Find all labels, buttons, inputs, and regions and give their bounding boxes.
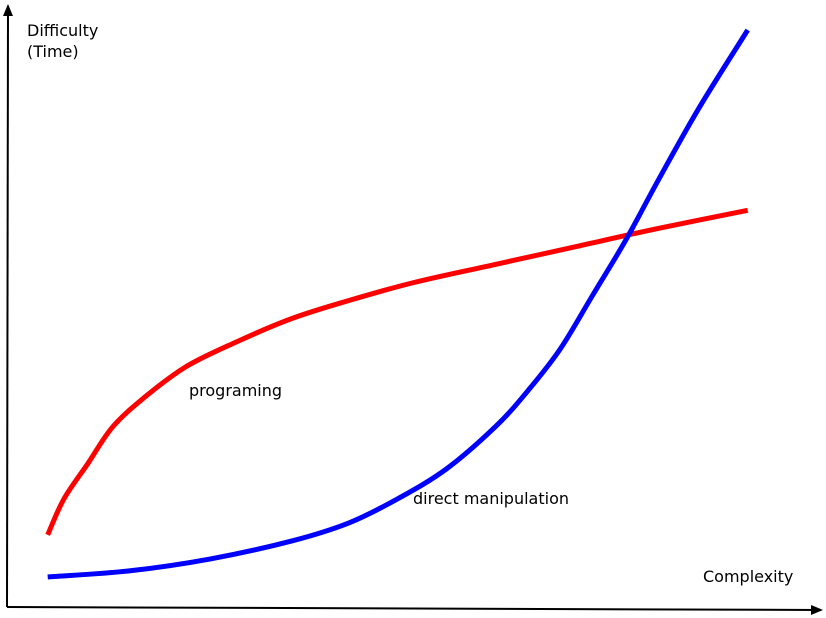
series-label-programing: programing [189, 381, 282, 400]
y-axis [2, 4, 13, 608]
x-axis-label: Complexity [703, 567, 793, 586]
x-axis [6, 604, 823, 615]
series-line-programing [45, 207, 749, 536]
series-line-direct-manipulation [47, 28, 750, 580]
series-label-direct-manipulation: direct manipulation [413, 489, 569, 508]
y-axis-label-line1: Difficulty [27, 21, 98, 40]
y-axis-label-line2: (Time) [27, 42, 79, 61]
